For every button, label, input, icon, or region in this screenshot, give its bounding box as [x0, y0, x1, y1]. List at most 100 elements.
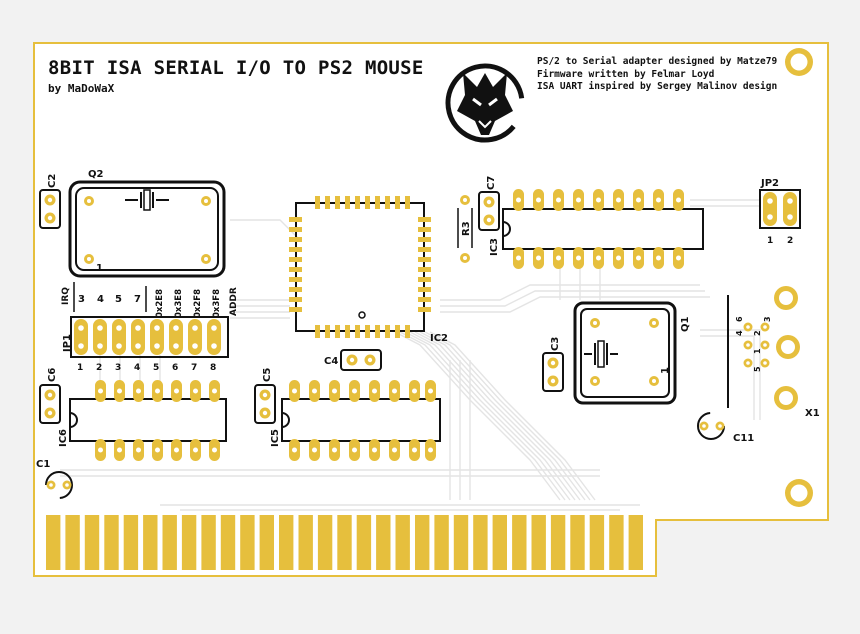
- isa-finger: [84, 515, 100, 570]
- c6-label: C6: [47, 368, 58, 382]
- addr-value-0x3f8: 0x3F8: [212, 289, 222, 318]
- jp1-pin-3: 3: [115, 363, 121, 373]
- isa-finger: [589, 515, 605, 570]
- q1-pin1-label: 1: [660, 367, 671, 374]
- irq-value-4: 4: [97, 294, 104, 305]
- capacitor-c11: C11: [697, 412, 754, 444]
- chip-ic6: IC6: [58, 380, 227, 461]
- capacitor-c4: C4: [324, 349, 382, 371]
- credit-line-2: Firmware written by Felmar Loyd: [537, 69, 715, 80]
- isa-finger: [628, 515, 643, 570]
- x1-pin-5: 5: [753, 366, 762, 372]
- isa-finger: [550, 515, 566, 570]
- c4-label: C4: [324, 356, 338, 367]
- x1-pin-3: 3: [763, 316, 772, 322]
- jp1-pin-2: 2: [96, 363, 102, 373]
- x1-pin-6: 6: [735, 316, 744, 322]
- board-right-bg: [829, 45, 860, 579]
- connector-x1: 6 4 2 1 3 5 X1: [727, 286, 820, 419]
- isa-finger: [356, 515, 372, 570]
- irq-value-5: 5: [115, 294, 122, 305]
- credit-line-3: ISA UART inspired by Sergey Malinov desi…: [537, 81, 778, 92]
- chip-ic5: IC5: [270, 380, 441, 461]
- isa-finger: [143, 515, 158, 570]
- isa-finger: [473, 515, 488, 570]
- jp1-label: JP1: [62, 334, 73, 353]
- jumper-jp2: JP2 1 2: [759, 178, 801, 246]
- jp1-pin-5: 5: [153, 363, 159, 373]
- isa-finger: [376, 515, 391, 570]
- addr-label: ADDR: [229, 287, 239, 316]
- isa-finger: [298, 515, 313, 570]
- crystal-q2: Q2 1: [68, 169, 226, 278]
- x1-pin-1: 1: [753, 348, 762, 354]
- jp2-pin-1: 1: [767, 236, 773, 246]
- capacitor-c1: C1: [36, 459, 73, 499]
- isa-finger: [279, 515, 294, 570]
- addr-value-0x2f8: 0x2F8: [193, 289, 203, 318]
- capacitor-c7: C7: [478, 176, 500, 231]
- isa-finger: [259, 515, 274, 570]
- c2-label: C2: [47, 174, 58, 188]
- isa-finger: [395, 515, 410, 570]
- addr-value-0x3e8: 0x3E8: [174, 289, 184, 318]
- ic2-label: IC2: [430, 333, 448, 344]
- ic5-label: IC5: [270, 429, 281, 447]
- addr-value-0x2e8: 0x2E8: [155, 289, 165, 318]
- x1-label: X1: [805, 408, 820, 419]
- isa-finger: [162, 515, 177, 570]
- isa-finger: [434, 515, 449, 570]
- resistor-r3: R3: [457, 195, 473, 263]
- isa-finger: [609, 515, 624, 570]
- c11-label: C11: [733, 433, 754, 444]
- r3-label: R3: [461, 221, 472, 236]
- capacitor-c6: C6: [39, 368, 61, 424]
- isa-edge-connector: [46, 515, 643, 570]
- isa-finger: [570, 515, 585, 570]
- q1-label: Q1: [680, 316, 691, 332]
- credit-line-1: PS/2 to Serial adapter designed by Matze…: [537, 56, 778, 67]
- jumper-jp1: JP1 1 2 3 4 5 6 7 8: [62, 316, 229, 373]
- wolf-logo-icon: [445, 63, 525, 143]
- isa-finger: [46, 515, 61, 570]
- capacitor-c2: C2: [39, 174, 61, 229]
- c7-label: C7: [486, 176, 497, 190]
- c5-label: C5: [262, 368, 273, 382]
- isa-finger: [181, 515, 197, 570]
- isa-finger: [492, 515, 507, 570]
- chip-ic3: IC3: [489, 189, 704, 269]
- isa-finger: [453, 515, 469, 570]
- isa-finger: [337, 515, 352, 570]
- c1-label: C1: [36, 459, 50, 470]
- irq-value-3: 3: [78, 294, 85, 305]
- irq-label: IRQ: [61, 287, 71, 305]
- jp1-pin-1: 1: [77, 363, 83, 373]
- isa-finger: [65, 515, 80, 570]
- isa-finger: [123, 515, 139, 570]
- x1-pin-4: 4: [735, 330, 744, 336]
- capacitor-c5: C5: [254, 368, 276, 424]
- c3-label: C3: [550, 337, 561, 351]
- isa-finger: [201, 515, 216, 570]
- jp1-pin-4: 4: [134, 363, 140, 373]
- isa-finger: [240, 515, 255, 570]
- mounting-holes: [785, 48, 813, 507]
- isa-finger: [317, 515, 333, 570]
- traces: [60, 199, 761, 511]
- jp2-pin-2: 2: [787, 236, 793, 246]
- irq-value-7: 7: [134, 294, 141, 305]
- ic6-label: IC6: [58, 429, 69, 447]
- q2-label: Q2: [88, 169, 104, 180]
- board-byline: by MaDoWaX: [48, 82, 115, 95]
- chip-ic2: IC2: [289, 196, 448, 344]
- jp1-pin-8: 8: [210, 363, 216, 373]
- capacitor-c3: C3: [542, 337, 564, 392]
- jp2-label: JP2: [760, 178, 779, 189]
- isa-finger: [220, 515, 236, 570]
- isa-finger: [415, 515, 430, 570]
- isa-finger: [104, 515, 119, 570]
- ic3-label: IC3: [489, 238, 500, 256]
- board-title: 8BIT ISA SERIAL I/O TO PS2 MOUSE: [48, 57, 424, 79]
- jp1-config-labels: IRQ 3 4 5 7 0x2E8 0x3E8 0x2F8 0x3F8 ADDR: [61, 282, 239, 318]
